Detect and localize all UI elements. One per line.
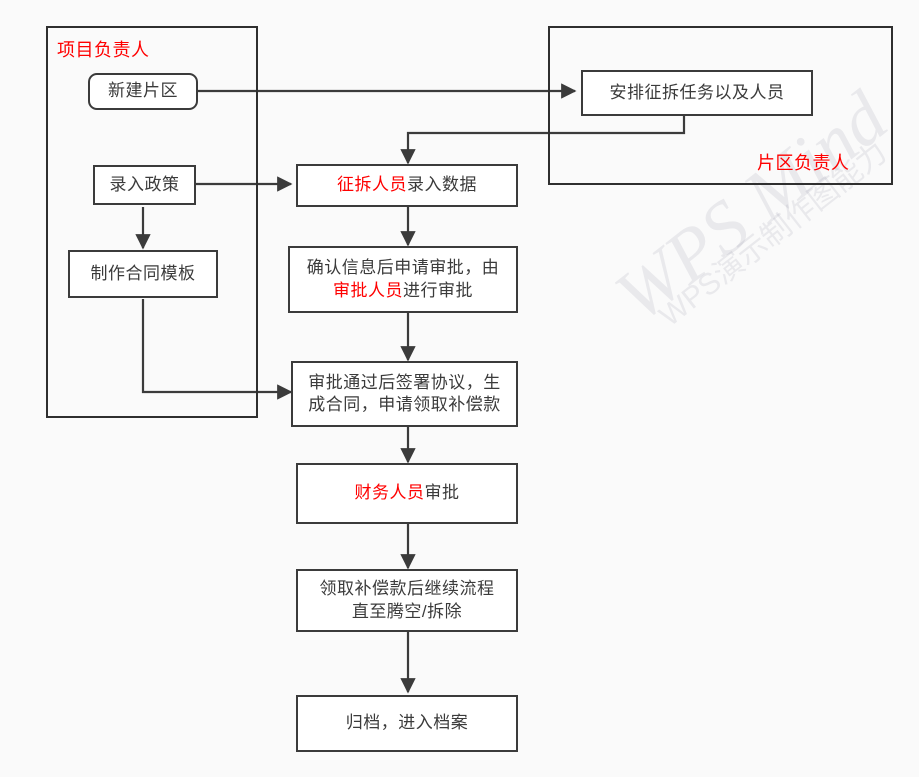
- node-finance-approval[interactable]: 财务人员审批: [296, 463, 518, 524]
- node-assign-task[interactable]: 安排征拆任务以及人员: [581, 70, 813, 116]
- node-enter-data-label: 录入数据: [407, 175, 477, 195]
- node-continue-process[interactable]: 领取补偿款后继续流程 直至腾空/拆除: [296, 569, 518, 632]
- node-enter-data[interactable]: 征拆人员录入数据: [296, 164, 518, 207]
- node-continue-process-label: 领取补偿款后继续流程 直至腾空/拆除: [319, 579, 495, 621]
- node-confirm-approval[interactable]: 确认信息后申请审批，由审批人员进行审批: [288, 246, 518, 313]
- node-make-contract-tpl[interactable]: 制作合同模板: [68, 250, 218, 298]
- node-confirm-approval-role: 审批人员: [333, 280, 403, 300]
- node-finance-approval-role: 财务人员: [354, 483, 425, 503]
- node-enter-data-role: 征拆人员: [337, 175, 407, 195]
- node-confirm-approval-line1: 确认信息后申请审批，由: [306, 258, 500, 278]
- node-new-district-label: 新建片区: [108, 81, 178, 101]
- node-sign-agreement[interactable]: 审批通过后签署协议，生 成合同，申请领取补偿款: [291, 361, 518, 427]
- node-confirm-approval-line2: 进行审批: [403, 280, 473, 300]
- lane-project-owner: [46, 26, 258, 418]
- node-sign-agreement-label: 审批通过后签署协议，生 成合同，申请领取补偿款: [308, 372, 501, 414]
- lane-label-district-owner: 片区负责人: [757, 153, 850, 173]
- node-archive[interactable]: 归档，进入档案: [296, 695, 518, 752]
- edge-make-contract-tpl-to-sign-agreement: [141, 299, 293, 400]
- node-enter-policy[interactable]: 录入政策: [93, 165, 196, 205]
- node-make-contract-tpl-label: 制作合同模板: [90, 263, 196, 283]
- lane-label-project-owner: 项目负责人: [57, 40, 150, 60]
- node-enter-policy-label: 录入政策: [109, 174, 180, 194]
- node-new-district[interactable]: 新建片区: [88, 73, 198, 110]
- edge-assign-task-to-enter-data: [400, 116, 686, 165]
- node-archive-label: 归档，进入档案: [345, 713, 469, 733]
- node-assign-task-label: 安排征拆任务以及人员: [609, 82, 785, 102]
- lane-district-owner: [548, 26, 893, 185]
- node-finance-approval-label: 审批: [424, 483, 460, 503]
